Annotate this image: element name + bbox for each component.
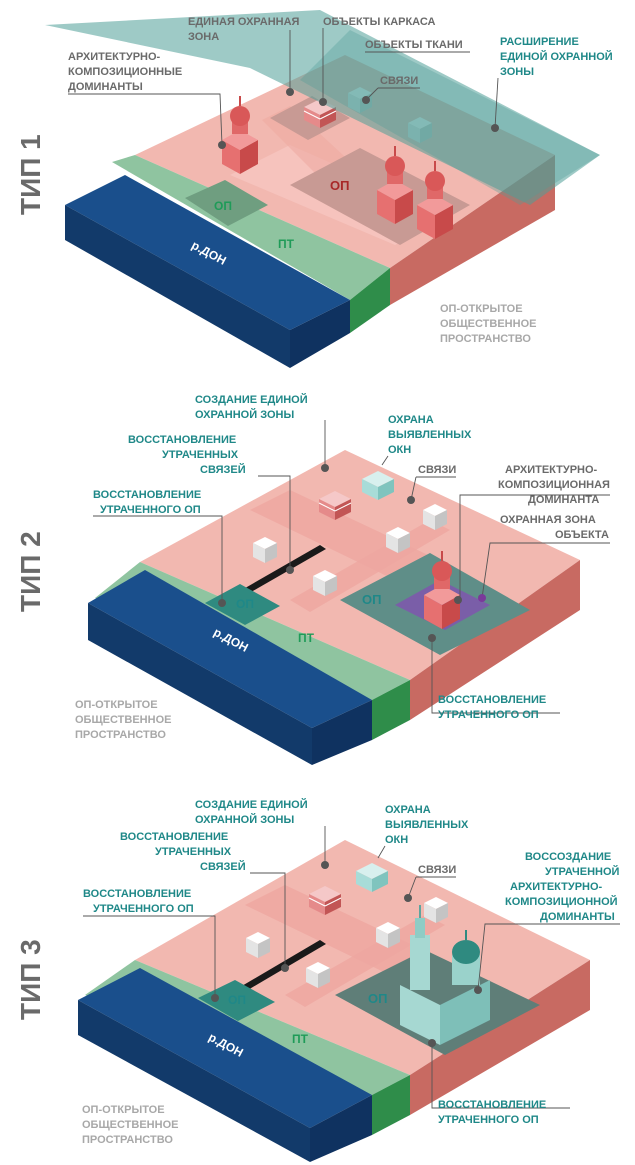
op-legend-1-line1: ОП-ОТКРЫТОЕ (440, 303, 523, 315)
create-zone-3-line1: СОЗДАНИЕ ЕДИНОЙ (195, 798, 308, 811)
type1-block (45, 10, 600, 368)
restore-links-2-line1: ВОССТАНОВЛЕНИЕ (128, 434, 236, 446)
recreate-dominant-line1: ВОССОЗДАНИЕ (525, 851, 611, 863)
links-label-2: СВЯЗИ (418, 464, 456, 476)
restore-op-left-2-line1: ВОССТАНОВЛЕНИЕ (93, 489, 201, 501)
type3-label: ТИП 3 (15, 939, 46, 1020)
fabric-objects-label: ОБЪЕКТЫ ТКАНИ (365, 39, 463, 51)
protect-okn-2-line1: ОХРАНА (388, 414, 434, 426)
single-zone-label-line1: ЕДИНАЯ ОХРАННАЯ (188, 16, 300, 28)
protect-okn-3-line1: ОХРАНА (385, 804, 431, 816)
type3-labels: СОЗДАНИЕ ЕДИНОЙ ОХРАННОЙ ЗОНЫ ОХРАНА ВЫЯ… (82, 798, 620, 1146)
op-legend-3-line1: ОП-ОТКРЫТОЕ (82, 1104, 165, 1116)
restore-op-left-2-line2: УТРАЧЕННОГО ОП (100, 504, 201, 516)
op-legend-3-line3: ПРОСТРАНСТВО (82, 1134, 173, 1146)
restore-op-right-2-line2: УТРАЧЕННОГО ОП (438, 709, 539, 721)
create-zone-2-line1: СОЗДАНИЕ ЕДИНОЙ (195, 393, 308, 406)
type2-label: ТИП 2 (15, 531, 46, 612)
restore-links-2-line3: СВЯЗЕЙ (200, 463, 246, 476)
op-small-label-3: ОП (228, 993, 246, 1007)
restore-op-left-3-line1: ВОССТАНОВЛЕНИЕ (83, 888, 191, 900)
arch-dominants-label-line1: АРХИТЕКТУРНО- (68, 51, 161, 63)
recreated-dominant (400, 905, 490, 1045)
restore-links-3-line2: УТРАЧЕННЫХ (155, 846, 232, 858)
restore-links-3-line3: СВЯЗЕЙ (200, 860, 246, 873)
expansion-label-line3: ЗОНЫ (500, 66, 534, 78)
restore-op-right-3-line2: УТРАЧЕННОГО ОП (438, 1114, 539, 1126)
op-legend-2-line2: ОБЩЕСТВЕННОЕ (75, 714, 171, 726)
protect-okn-2-line2: ВЫЯВЛЕННЫХ (388, 429, 472, 441)
recreate-dominant-line3: АРХИТЕКТУРНО- (510, 881, 603, 893)
op-legend-3-line2: ОБЩЕСТВЕННОЕ (82, 1119, 178, 1131)
type2-block (88, 450, 580, 765)
create-zone-2-line2: ОХРАННОЙ ЗОНЫ (195, 408, 294, 421)
protect-okn-2-line3: ОКН (388, 444, 411, 456)
arch-dominants-label-line3: ДОМИНАНТЫ (68, 81, 143, 93)
restore-op-right-2-line1: ВОССТАНОВЛЕНИЕ (438, 694, 546, 706)
arch-dominant-2-line2: КОМПОЗИЦИОННАЯ (498, 479, 610, 491)
recreate-dominant-line2: УТРАЧЕННОЙ (545, 865, 620, 878)
restore-links-2-line2: УТРАЧЕННЫХ (162, 449, 239, 461)
object-zone-2-line2: ОБЪЕКТА (555, 529, 609, 541)
op-small-label-2: ОП (236, 597, 254, 611)
recreate-dominant-line4: КОМПОЗИЦИОННОЙ (505, 895, 618, 908)
restore-op-right-3-line1: ВОССТАНОВЛЕНИЕ (438, 1099, 546, 1111)
op-legend-2-line3: ПРОСТРАНСТВО (75, 729, 166, 741)
protect-okn-3-line2: ВЫЯВЛЕННЫХ (385, 819, 469, 831)
protect-okn-3-line3: ОКН (385, 834, 408, 846)
op-center-label-2: ОП (362, 592, 381, 607)
pt-label-2: ПТ (298, 631, 315, 645)
op-center-label-3: ОП (368, 991, 387, 1006)
restore-links-3-line1: ВОССТАНОВЛЕНИЕ (120, 831, 228, 843)
arch-dominant-2-line1: АРХИТЕКТУРНО- (505, 464, 598, 476)
restore-op-left-3-line2: УТРАЧЕННОГО ОП (93, 903, 194, 915)
op-legend-2-line1: ОП-ОТКРЫТОЕ (75, 699, 158, 711)
op-legend-1-line2: ОБЩЕСТВЕННОЕ (440, 318, 536, 330)
links-label-3: СВЯЗИ (418, 864, 456, 876)
type1-label: ТИП 1 (15, 134, 46, 215)
links-label-1: СВЯЗИ (380, 75, 418, 87)
create-zone-3-line2: ОХРАННОЙ ЗОНЫ (195, 813, 294, 826)
recreate-dominant-line5: ДОМИНАНТЫ (540, 911, 615, 923)
type3-block (78, 840, 590, 1162)
arch-dominants-label-line2: КОМПОЗИЦИОННЫЕ (68, 66, 182, 78)
pt-label-3: ПТ (292, 1032, 309, 1046)
op-center-label-1: ОП (330, 178, 349, 193)
expansion-label-line2: ЕДИНОЙ ОХРАННОЙ (500, 50, 613, 63)
arch-dominant-2-line3: ДОМИНАНТА (528, 494, 599, 506)
object-zone-2-line1: ОХРАННАЯ ЗОНА (500, 514, 596, 526)
frame-objects-label: ОБЪЕКТЫ КАРКАСА (323, 16, 436, 28)
pt-label-1: ПТ (278, 237, 295, 251)
single-zone-label-line2: ЗОНА (188, 31, 219, 43)
op-legend-1-line3: ПРОСТРАНСТВО (440, 333, 531, 345)
expansion-label-line1: РАСШИРЕНИЕ (500, 36, 579, 48)
op-small-label-1: ОП (214, 199, 232, 213)
